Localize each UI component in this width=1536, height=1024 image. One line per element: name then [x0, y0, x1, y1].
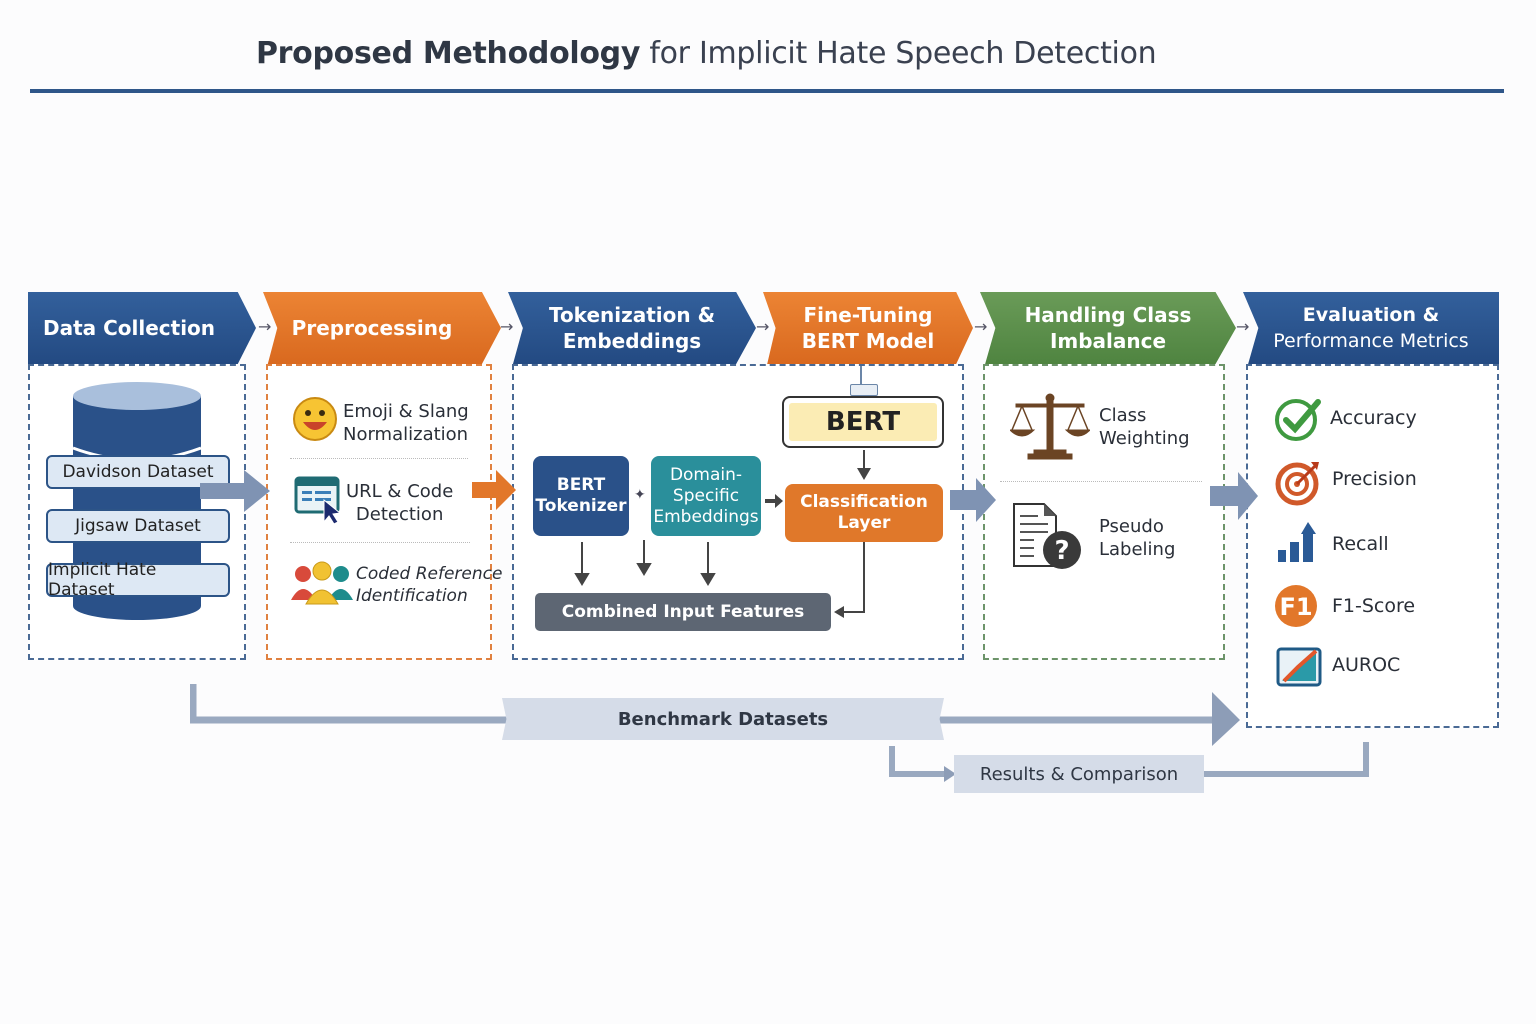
item-line: Weighting — [1099, 428, 1190, 449]
box-line: Specific — [672, 485, 740, 506]
people-group-icon — [291, 561, 353, 605]
stage-header-evaluation: Evaluation & Performance Metrics — [1243, 292, 1499, 364]
bar-chart-up-icon — [1278, 522, 1316, 562]
bert-model-box: BERT — [782, 396, 944, 448]
box-line: Combined Input Features — [561, 601, 805, 622]
flow-arrow-icon — [472, 470, 516, 510]
box-line: Tokenizer — [535, 496, 627, 516]
arrow-right-icon: → — [974, 317, 988, 336]
stage-label: Fine-Tuning — [803, 303, 933, 327]
dataset-davidson: Davidson Dataset — [46, 455, 230, 489]
smiley-emoji-icon — [293, 397, 337, 441]
combined-input-features: Combined Input Features — [535, 593, 831, 631]
metric-precision: Precision — [1332, 468, 1417, 490]
arrow-right-icon: → — [756, 317, 770, 336]
stage-label: BERT Model — [801, 329, 935, 353]
item-line: URL & Code — [346, 481, 454, 502]
item-line: Detection — [355, 504, 444, 525]
checkmark-circle-icon — [1275, 399, 1321, 441]
item-line: Normalization — [343, 424, 469, 445]
dataset-label: Implicit Hate Dataset — [48, 560, 157, 600]
box-line: Layer — [837, 513, 891, 533]
f1-badge-icon: F1 — [1275, 585, 1317, 627]
target-icon — [1275, 462, 1319, 506]
connector-cap — [850, 384, 878, 396]
divider — [1000, 481, 1202, 482]
arrow-right-icon — [765, 494, 783, 508]
title-rest: for Implicit Hate Speech Detection — [640, 36, 1157, 71]
stage-label: Tokenization & — [548, 303, 716, 327]
arrow-right-icon: → — [500, 317, 514, 336]
divider — [290, 542, 470, 543]
stage-label: Performance Metrics — [1273, 330, 1469, 352]
stage-label: Embeddings — [562, 329, 702, 353]
metric-recall: Recall — [1332, 533, 1389, 555]
stage-header-tokenization: Tokenization &Embeddings — [508, 292, 756, 364]
svg-text:F1: F1 — [1279, 593, 1312, 621]
metric-f1-score: F1-Score — [1332, 595, 1416, 617]
title-divider — [30, 89, 1504, 93]
stage-label: Handling Class — [1024, 303, 1192, 327]
title-bold: Proposed Methodology — [256, 36, 641, 71]
connector-line — [860, 366, 862, 386]
dataset-jigsaw: Jigsaw Dataset — [46, 509, 230, 543]
metric-accuracy: Accuracy — [1330, 407, 1417, 429]
bert-label: BERT — [789, 403, 937, 441]
plus-connector-icon: ✦ — [634, 487, 646, 503]
stage-label: Data Collection — [42, 316, 216, 340]
metric-auroc: AUROC — [1332, 654, 1401, 676]
arrow-right-icon: → — [258, 317, 272, 336]
balance-scale-icon — [1010, 393, 1090, 460]
item-line: Pseudo — [1099, 516, 1164, 537]
arrow-right-icon: → — [1236, 317, 1250, 336]
results-flow-arrow — [889, 742, 1369, 782]
divider — [290, 458, 468, 459]
flow-arrow-icon — [200, 470, 270, 512]
box-line: Domain- — [669, 464, 743, 485]
stage-header-data-collection: Data Collection — [28, 292, 256, 364]
flow-arrow-icon — [1210, 472, 1258, 520]
roc-curve-icon — [1276, 647, 1322, 687]
down-arrows-icon — [574, 540, 716, 586]
svg-text:?: ? — [1054, 536, 1069, 566]
stage-header-preprocessing: Preprocessing — [263, 292, 501, 364]
flow-arrow-icon — [950, 478, 996, 522]
item-line: Emoji & Slang — [343, 401, 469, 422]
box-line: Classification — [800, 492, 928, 512]
box-line: Embeddings — [653, 506, 759, 527]
dataset-implicit-hate: Implicit Hate Dataset — [46, 560, 230, 600]
item-line: Coded Reference — [356, 564, 503, 584]
stage-label: Imbalance — [1049, 329, 1167, 353]
item-line: Labeling — [1099, 539, 1176, 560]
browser-cursor-icon — [294, 476, 342, 525]
item-line: Class — [1099, 405, 1147, 426]
results-comparison-band: Results & Comparison — [954, 755, 1204, 793]
dataset-label: Jigsaw Dataset — [75, 516, 201, 536]
stage-label: Preprocessing — [291, 316, 453, 340]
item-line: Identification — [356, 586, 468, 606]
document-question-icon: ? — [1013, 503, 1081, 569]
stage-label: Evaluation & — [1302, 304, 1440, 326]
band-label: Benchmark Datasets — [617, 708, 829, 730]
benchmark-datasets-band: Benchmark Datasets — [502, 698, 944, 740]
dataset-label: Davidson Dataset — [62, 462, 214, 482]
return-arrow-icon — [834, 542, 865, 618]
box-line: BERT — [556, 475, 606, 495]
arrow-down-icon — [857, 450, 871, 480]
band-label: Results & Comparison — [979, 763, 1179, 785]
page-title: Proposed Methodology for Implicit Hate S… — [256, 36, 1157, 71]
